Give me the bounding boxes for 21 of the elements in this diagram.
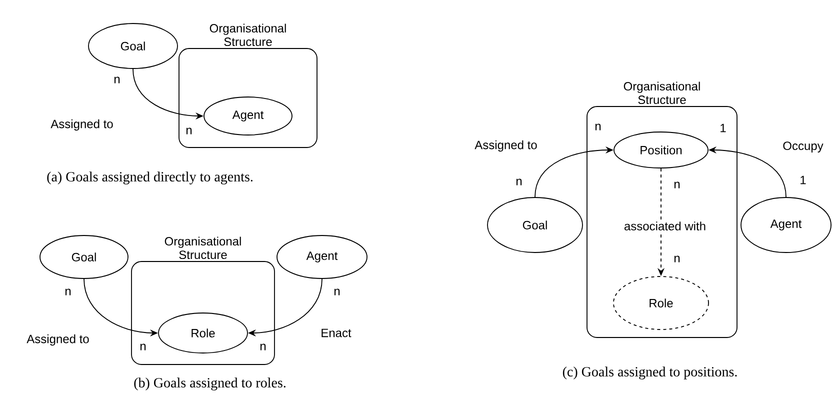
multiplicity-label: n xyxy=(674,182,680,188)
multiplicity-label: n xyxy=(595,124,601,130)
multiplicity-label: 1 xyxy=(800,176,806,184)
edge-label: associated with xyxy=(622,220,708,232)
group-title: Organisational Structure xyxy=(210,24,286,46)
edge-label: Assigned to xyxy=(49,118,115,132)
multiplicity-label: n xyxy=(140,344,146,350)
group-title: Organisational Structure xyxy=(624,82,700,104)
multiplicity-label: n xyxy=(516,178,522,186)
multiplicity-label: n xyxy=(674,256,680,262)
multiplicity-label: n xyxy=(186,128,192,134)
edge-label: Assigned to xyxy=(473,138,539,154)
multiplicity-label: n xyxy=(260,344,266,350)
subfigure-caption: (c) Goals assigned to positions. xyxy=(562,366,737,380)
edge-label: Assigned to xyxy=(25,332,91,348)
subfigure-caption: (a) Goals assigned directly to agents. xyxy=(47,172,252,184)
multiplicity-label: 1 xyxy=(720,124,726,132)
edge-label: Occupy xyxy=(781,140,825,154)
subfigure-caption: (b) Goals assigned to roles. xyxy=(134,378,286,390)
edge-label: Enact xyxy=(319,327,353,339)
group-title: Organisational Structure xyxy=(164,236,241,260)
